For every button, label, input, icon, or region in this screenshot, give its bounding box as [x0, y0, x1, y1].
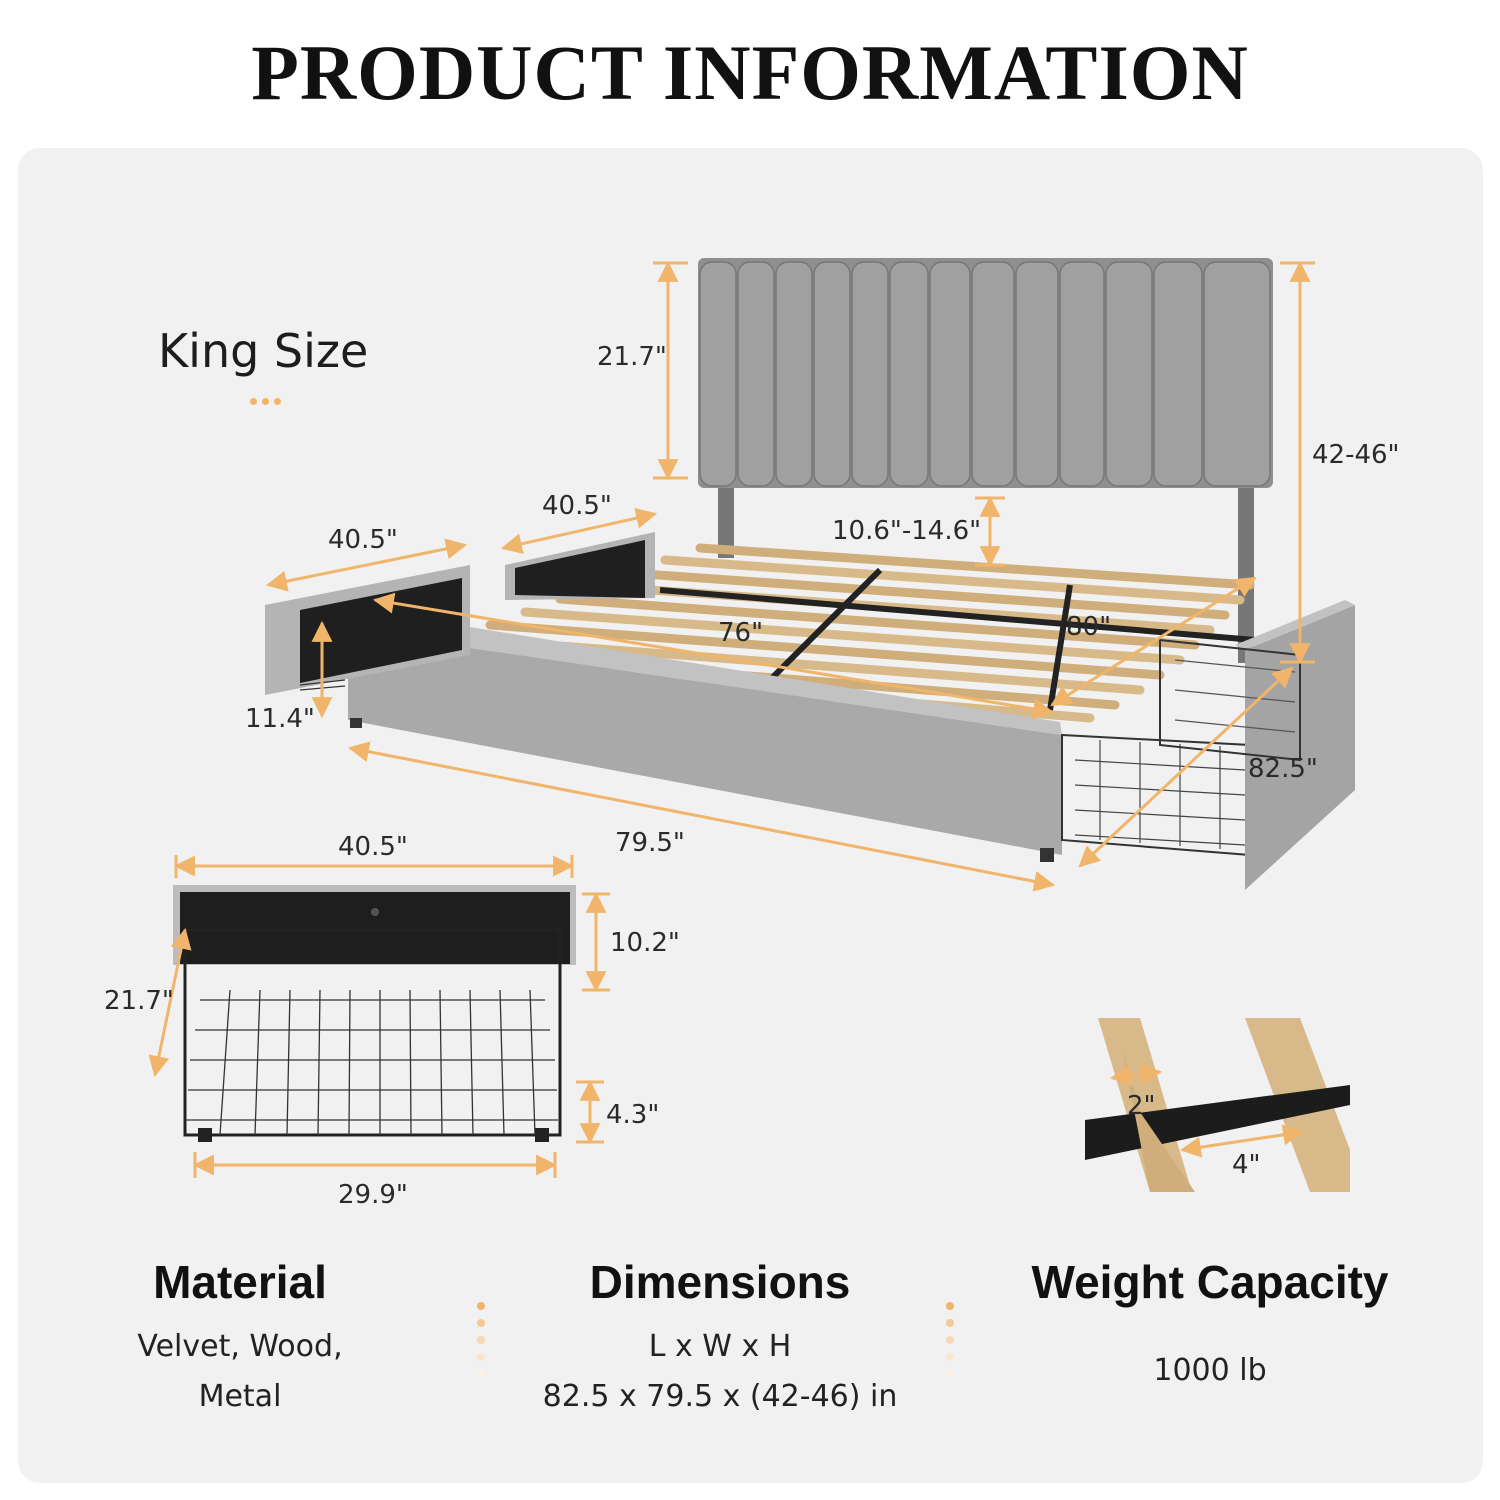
dimensions-line2: 82.5 x 79.5 x (42-46) in: [542, 1379, 898, 1415]
weight-line1: 1000 lb: [1153, 1353, 1267, 1389]
divider-dots-right: [945, 1302, 955, 1387]
page-title: PRODUCT INFORMATION: [251, 29, 1249, 116]
material-line1: Velvet, Wood,: [137, 1329, 343, 1365]
bed-clearance-label: 10.6"-14.6": [832, 516, 982, 546]
weight-info: Weight Capacity 1000 lb: [1000, 1258, 1420, 1396]
drawer-front-width-label: 40.5": [338, 832, 408, 862]
total-height-label: 42-46": [1312, 440, 1400, 470]
drawer-detail: [173, 885, 576, 1142]
slat-detail: [1085, 1018, 1350, 1192]
overall-length-label: 82.5": [1248, 754, 1318, 784]
dimensions-heading: Dimensions: [589, 1256, 851, 1308]
drawer-front-height-label: 10.2": [610, 928, 680, 958]
divider-dots-left: [476, 1302, 486, 1387]
material-info: Material Velvet, Wood, Metal: [90, 1258, 390, 1422]
slat-gap-label: 4": [1232, 1150, 1261, 1180]
right-drawer-width-label: 40.5": [542, 491, 612, 521]
accent-dots: [250, 390, 295, 405]
material-heading: Material: [153, 1256, 327, 1308]
dimensions-info: Dimensions L x W x H 82.5 x 79.5 x (42-4…: [520, 1258, 920, 1422]
basket-width-label: 29.9": [338, 1180, 408, 1210]
headboard-height-label: 21.7": [597, 342, 667, 372]
inner-length-label: 76": [718, 618, 764, 648]
inner-width-label: 80": [1066, 612, 1112, 642]
drawer-height-label: 11.4": [245, 704, 315, 734]
drawer-depth-label: 21.7": [104, 986, 174, 1016]
left-drawer-width-label: 40.5": [328, 525, 398, 555]
slat-width-label: 2": [1127, 1091, 1156, 1121]
size-label: King Size: [158, 324, 369, 378]
material-line2: Metal: [198, 1379, 282, 1415]
basket-height-label: 4.3": [606, 1100, 660, 1130]
headboard: [698, 258, 1273, 663]
weight-heading: Weight Capacity: [1031, 1256, 1389, 1308]
dimension-arrows: [148, 260, 1315, 1178]
dimensions-line1: L x W x H: [648, 1329, 792, 1365]
overall-width-label: 79.5": [615, 828, 685, 858]
